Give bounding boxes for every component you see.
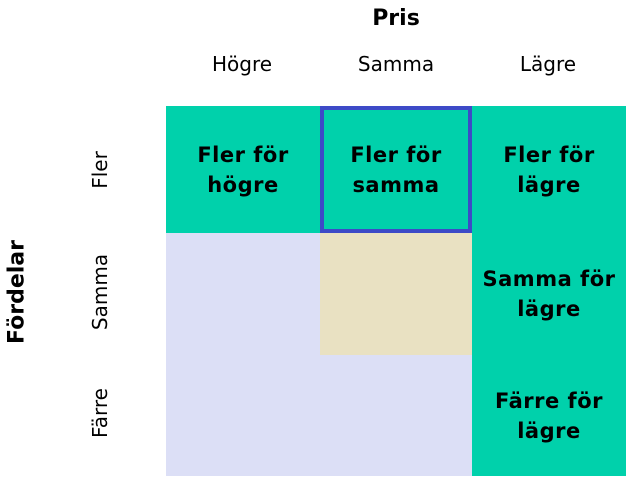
cell-fler-hogre-line2: högre <box>207 172 279 197</box>
cell-samma-samma <box>320 233 472 355</box>
cell-farre-lagre-line2: lägre <box>517 418 581 443</box>
cell-fler-lagre-line1: Fler för <box>503 142 595 167</box>
left-axis-title: Fördelar <box>4 239 30 345</box>
cell-samma-lagre-line2: lägre <box>517 297 581 321</box>
top-axis-title: Pris <box>372 6 420 31</box>
row-label-farre: Färre <box>88 388 112 438</box>
cell-samma-lagre-line1: Samma för <box>482 267 616 291</box>
cell-fler-lagre: Fler för lägre <box>472 106 626 233</box>
row-label-fler: Fler <box>88 151 112 189</box>
cell-samma-lagre: Samma för lägre <box>472 233 626 355</box>
cell-farre-lagre-line1: Färre för <box>495 388 603 413</box>
cell-fler-hogre-line1: Fler för <box>197 142 289 167</box>
cell-fler-hogre: Fler för högre <box>166 106 320 233</box>
cell-fler-samma-line2: samma <box>352 172 440 197</box>
column-label-lagre: Lägre <box>519 52 577 76</box>
cell-fler-samma-line1: Fler för <box>350 142 442 167</box>
cell-fler-samma: Fler för samma <box>320 106 472 233</box>
cell-farre-lagre: Färre för lägre <box>472 355 626 476</box>
column-label-hogre: Högre <box>211 52 273 76</box>
row-label-samma: Samma <box>88 253 112 331</box>
column-label-samma: Samma <box>357 52 435 76</box>
cell-fler-lagre-line2: lägre <box>517 172 581 197</box>
